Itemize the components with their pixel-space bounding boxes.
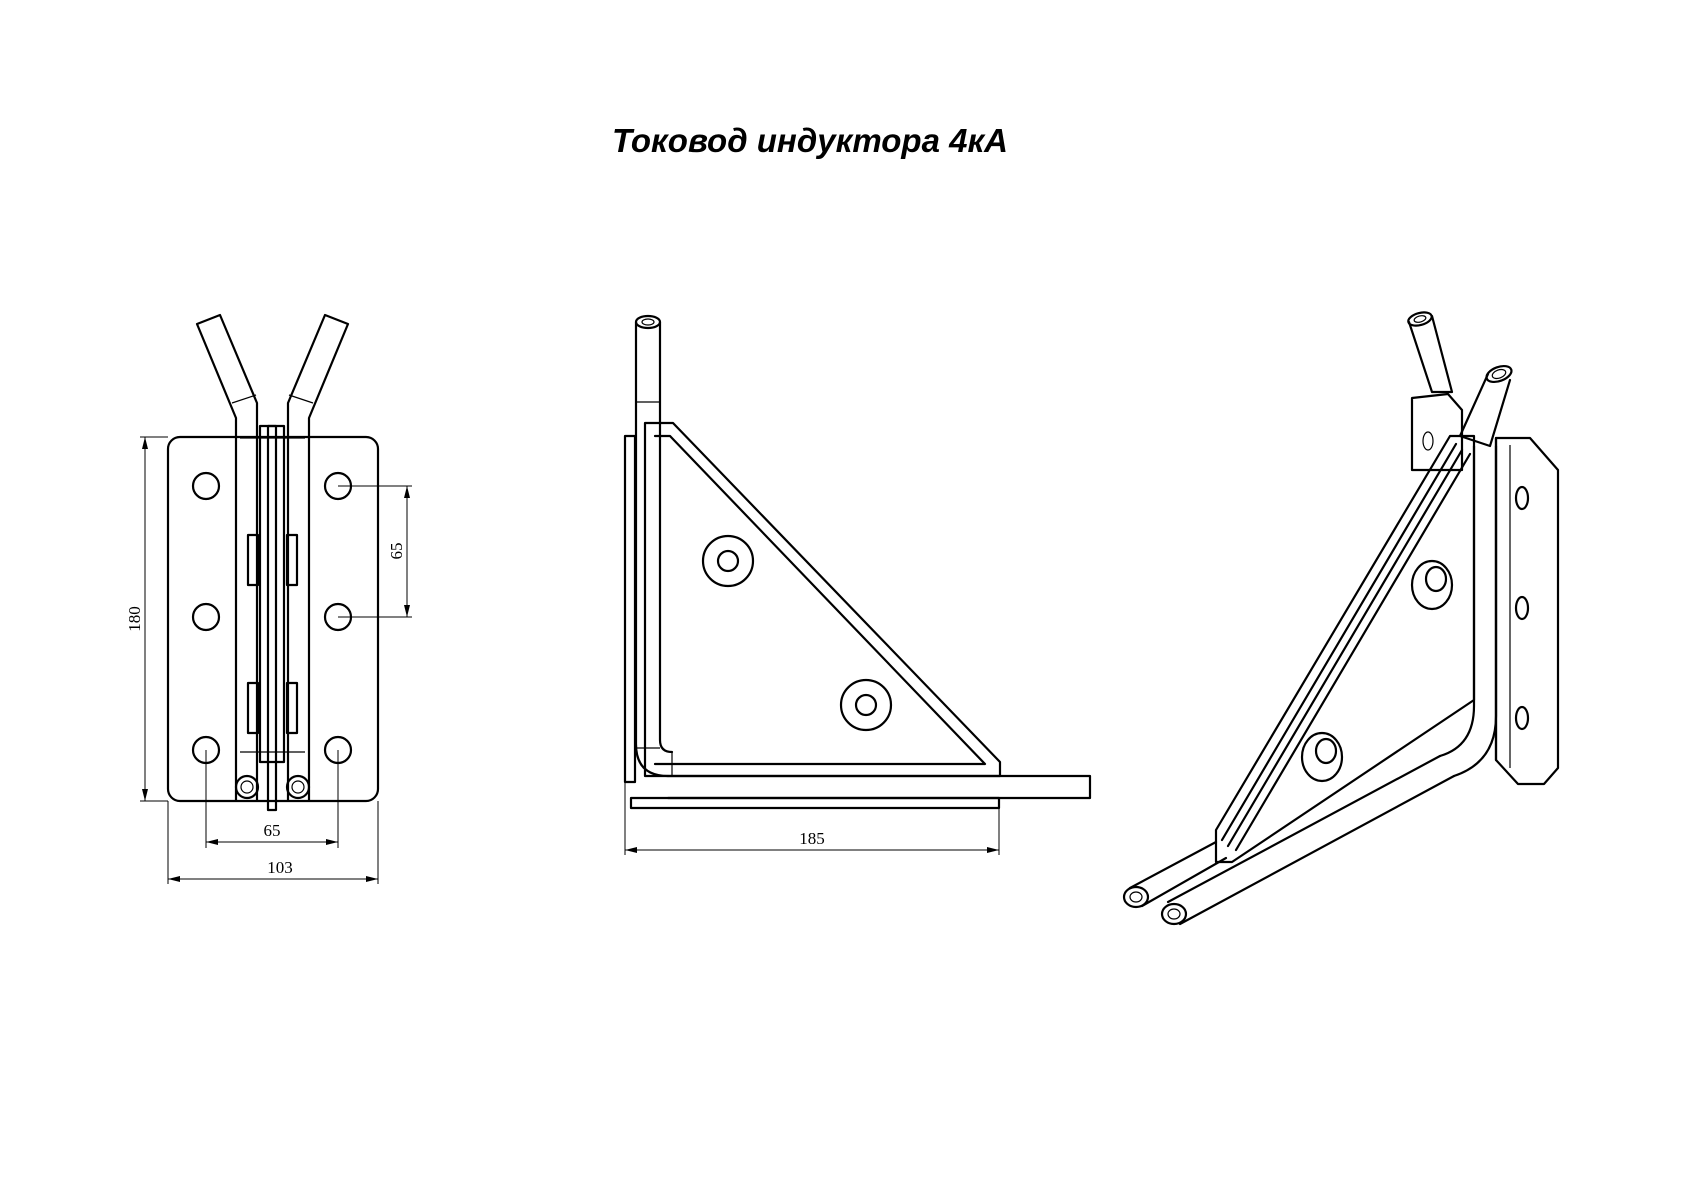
conductor-tube-lower-2 <box>1128 840 1218 890</box>
tube-end <box>1485 364 1513 384</box>
mounting-hole <box>1514 705 1530 731</box>
mounting-hole <box>191 471 221 501</box>
isometric-view <box>1122 311 1560 926</box>
conductor-tube-upper-2 <box>1458 372 1512 448</box>
bolt-hole <box>1424 565 1448 593</box>
mounting-plate-iso <box>1494 436 1560 786</box>
tube-end <box>285 774 311 800</box>
dim-length: 185 <box>799 829 825 848</box>
side-view <box>623 314 1092 810</box>
dim-hole-pitch-vertical: 65 <box>387 543 406 560</box>
clamp <box>285 681 299 735</box>
clamp <box>246 681 260 735</box>
gusset-inner-edge <box>653 434 987 766</box>
conductor-tube-bend <box>1438 444 1476 758</box>
washer <box>1300 731 1344 783</box>
tube-end <box>1122 885 1150 909</box>
mounting-hole <box>1514 485 1530 511</box>
insulator-strip <box>258 424 286 764</box>
mounting-plate <box>166 435 380 803</box>
conductor-tube-outer <box>634 320 670 778</box>
conductor-tube-horizontal <box>666 774 1092 800</box>
dim-width: 103 <box>267 858 293 877</box>
bolt-hole <box>716 549 740 573</box>
conductor-tube-inner <box>658 320 674 754</box>
washer <box>1410 559 1454 611</box>
mounting-plate-edge <box>623 434 637 784</box>
side-view-dimensions: 185 <box>624 782 1000 855</box>
mounting-hole <box>1514 595 1530 621</box>
back-plate-far <box>1410 392 1464 472</box>
bolt-hole <box>1314 737 1338 765</box>
conductor-tube-lower-1 <box>1166 754 1442 904</box>
mounting-hole <box>191 602 221 632</box>
bolt-hole <box>854 693 878 717</box>
clamp <box>285 533 299 587</box>
conductor-tube-upper-1 <box>1407 314 1454 394</box>
drawing-title: Токовод индуктора 4кА <box>612 122 1008 159</box>
base-plate <box>629 796 1001 810</box>
conductor-tube-right <box>286 313 350 802</box>
tube-end <box>634 314 662 330</box>
washer <box>701 534 755 588</box>
tube-end <box>1160 902 1188 926</box>
front-view <box>166 313 380 812</box>
conductor-tube-left <box>195 313 259 802</box>
front-view-dimensions: 180 65 65 103 <box>125 436 412 884</box>
dim-hole-pitch-horizontal: 65 <box>264 821 281 840</box>
gusset-plate <box>643 421 1002 778</box>
washer <box>839 678 893 732</box>
tube-end <box>1407 311 1433 327</box>
center-plate <box>266 424 278 812</box>
tube-end <box>234 774 260 800</box>
clamp <box>246 533 260 587</box>
dim-height: 180 <box>125 606 144 632</box>
